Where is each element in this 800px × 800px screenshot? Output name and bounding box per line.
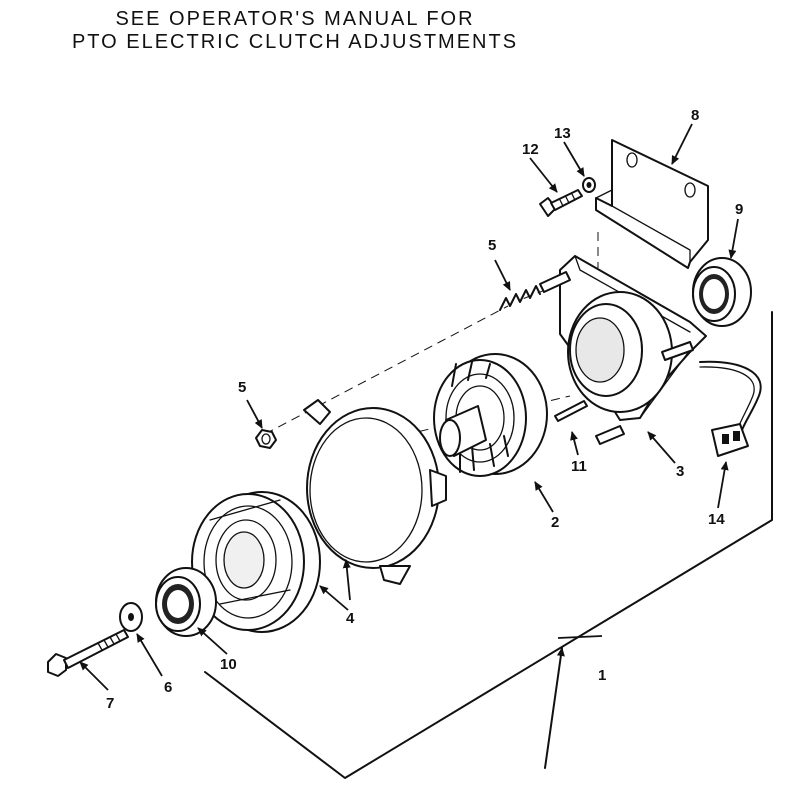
washer-part-13 <box>582 177 596 193</box>
callout-5-nut: 5 <box>238 379 246 396</box>
callout-5-spring: 5 <box>488 237 496 254</box>
bearing-part-10 <box>155 567 217 637</box>
callout-12: 12 <box>522 141 539 158</box>
callout-11: 11 <box>571 458 587 475</box>
pulley-part-4 <box>191 491 321 633</box>
armature-part-2 <box>433 353 548 477</box>
bracket-part-3 <box>539 255 707 445</box>
bearing-part-9 <box>692 257 752 327</box>
bolt-part-7 <box>47 629 129 677</box>
assembly-bracket-1 <box>204 311 773 779</box>
callout-1: 1 <box>598 667 606 684</box>
callout-14: 14 <box>708 511 725 528</box>
callout-2: 2 <box>551 514 559 531</box>
callout-9: 9 <box>735 201 743 218</box>
mounting-plate-part-8 <box>595 139 709 269</box>
wire-lead <box>699 360 762 431</box>
callout-13: 13 <box>554 125 571 142</box>
bolt-part-12 <box>539 189 583 217</box>
callout-6: 6 <box>164 679 172 696</box>
washer-part-6 <box>119 602 143 632</box>
housing-part-4 <box>303 399 447 585</box>
callout-10: 10 <box>220 656 237 673</box>
spring-part-5 <box>499 285 541 311</box>
diagram-header: SEE OPERATOR'S MANUAL FOR PTO ELECTRIC C… <box>0 8 590 54</box>
header-line-1: SEE OPERATOR'S MANUAL FOR <box>115 8 475 30</box>
callout-4: 4 <box>346 610 355 627</box>
callout-8: 8 <box>691 107 699 124</box>
key-part-11 <box>554 400 588 422</box>
header-line-2: PTO ELECTRIC CLUTCH ADJUSTMENTS <box>71 31 519 53</box>
callout-3: 3 <box>676 463 684 480</box>
callout-7: 7 <box>106 695 114 712</box>
connector-part-14 <box>711 423 749 457</box>
leader-arrows <box>79 123 739 691</box>
nut-part-5 <box>255 429 277 449</box>
